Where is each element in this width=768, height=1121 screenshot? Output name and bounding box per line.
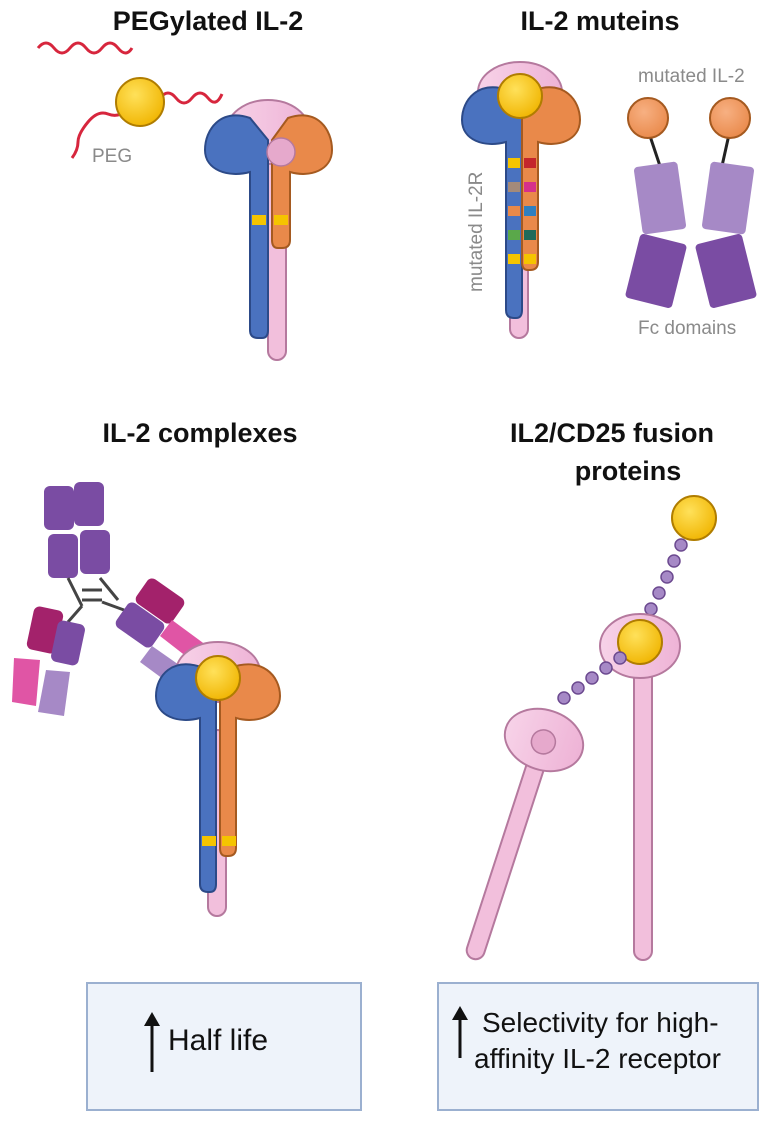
- membrane-marker-beta: [202, 836, 216, 846]
- mutation-band: [524, 254, 536, 264]
- mutated-il2-label: mutated IL-2: [638, 66, 745, 87]
- mutation-band: [524, 206, 536, 216]
- il2-receptor-pegylated: [203, 99, 334, 361]
- fusion-linker-bottom: [557, 651, 627, 705]
- panel-title-fusion-line2: proteins: [575, 456, 682, 486]
- il2-ball-bound: [617, 619, 663, 665]
- cd25-stalk: [633, 659, 653, 961]
- antibody-heavy-chain: [48, 534, 78, 578]
- cd25-binding-pocket: [530, 729, 557, 755]
- gamma-chain: [271, 114, 334, 249]
- il2-ball-mutein: [497, 73, 543, 119]
- panel-title-pegylated: PEGylated IL-2: [113, 6, 304, 36]
- antibody-heavy-chain: [51, 620, 85, 666]
- mutation-band: [524, 230, 536, 240]
- complexes-illustration: [12, 482, 282, 917]
- mutation-band: [508, 230, 520, 240]
- peg-chain-bottom: [70, 108, 129, 159]
- selectivity-text-line2: affinity IL-2 receptor: [474, 1043, 721, 1074]
- peg-chain-left: [36, 41, 134, 55]
- antibody-heavy-chain: [115, 602, 165, 648]
- panel-title-fusion-line1: IL2/CD25 fusion: [510, 418, 714, 448]
- antibody: [12, 482, 210, 716]
- antibody-heavy-chain: [80, 530, 110, 574]
- mutein-gamma-chain: [521, 86, 582, 271]
- beta-chain: [203, 114, 269, 339]
- mutated-il2-ball-right: [709, 97, 751, 139]
- mutation-band: [524, 158, 536, 168]
- peg-chain-right: [158, 91, 224, 105]
- beta-chain: [154, 663, 217, 893]
- fc-ch3-right: [695, 234, 757, 308]
- mutated-il2-receptor: [460, 61, 582, 339]
- antibody-light-chain: [12, 658, 40, 706]
- fc-ch2-right: [701, 161, 755, 235]
- mutation-band: [524, 182, 536, 192]
- gamma-chain: [219, 663, 282, 857]
- antibody-heavy-chain: [38, 670, 70, 716]
- mutation-band: [508, 158, 520, 168]
- antibody-heavy-chain: [74, 482, 104, 526]
- outcome-box-half-life: Half life: [86, 982, 362, 1111]
- mutation-band: [508, 182, 520, 192]
- outcome-box-selectivity: Selectivity for high- affinity IL-2 rece…: [437, 982, 759, 1111]
- il2-receptor-complexes: [154, 641, 282, 917]
- panel-title-muteins: IL-2 muteins: [520, 6, 679, 36]
- mutein-beta-chain: [460, 86, 523, 319]
- muteins-illustration: mutated IL-2R mutated IL-2 Fc domains: [460, 61, 757, 339]
- arrow-up-icon: [452, 1006, 468, 1058]
- outcome-box-frame: [437, 982, 759, 1111]
- antibody-light-chain: [135, 578, 185, 624]
- panel-title-complexes: IL-2 complexes: [102, 418, 297, 448]
- peg-label: PEG: [92, 146, 132, 167]
- cd25-tilted: [465, 707, 585, 961]
- selectivity-text-line1: Selectivity for high-: [482, 1007, 719, 1038]
- arrow-up-icon: [144, 1012, 160, 1072]
- fc-fusion-molecule: [625, 97, 757, 308]
- mutated-il2r-label: mutated IL-2R: [466, 172, 487, 292]
- membrane-marker-beta: [252, 215, 266, 225]
- receptor-binding-pocket: [266, 137, 296, 167]
- mutated-il2-ball-left: [627, 97, 669, 139]
- membrane-marker-gamma: [274, 215, 288, 225]
- cd25-stalk: [465, 757, 546, 961]
- il2-ball-pegylated: [115, 77, 165, 127]
- fc-domains-label: Fc domains: [638, 318, 736, 339]
- il2-ball-free: [671, 495, 717, 541]
- fusion-linker-top: [644, 538, 688, 616]
- half-life-text: Half life: [168, 1024, 268, 1057]
- fc-ch3-left: [625, 234, 687, 308]
- membrane-marker-gamma: [222, 836, 236, 846]
- mutation-band: [508, 254, 520, 264]
- outcome-box-frame: [86, 982, 362, 1111]
- pegylated-il2-illustration: PEG: [36, 41, 334, 361]
- il2-ball-complexes: [195, 655, 241, 701]
- fusion-illustration: [465, 495, 717, 961]
- fc-ch2-left: [633, 161, 687, 235]
- mutation-band: [508, 206, 520, 216]
- antibody-heavy-chain: [44, 486, 74, 530]
